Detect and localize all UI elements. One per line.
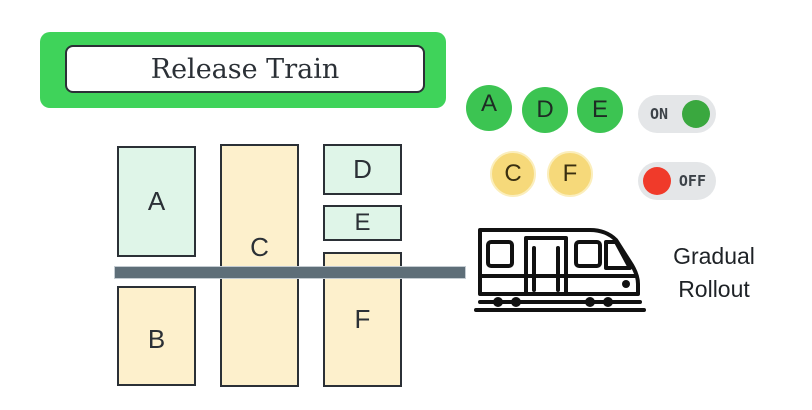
toggle-on[interactable]: ON — [638, 95, 716, 133]
block-e-label: E — [354, 209, 371, 236]
feature-off-f-label: F — [562, 160, 578, 187]
feature-off-f: F — [547, 151, 593, 197]
block-c-label: C — [250, 232, 269, 262]
feature-on-e-label: E — [591, 96, 608, 123]
block-c: C — [220, 144, 299, 387]
block-d-label: D — [353, 154, 372, 184]
train-icon — [474, 228, 646, 312]
toggle-off-label: OFF — [678, 172, 706, 190]
feature-on-d: D — [522, 87, 568, 133]
toggle-off[interactable]: OFF — [638, 162, 716, 200]
feature-on-d-label: D — [536, 96, 554, 123]
block-a: A — [117, 146, 196, 257]
train-label-line1: Gradual — [673, 243, 755, 269]
toggle-on-label: ON — [650, 105, 669, 123]
toggle-on-knob — [682, 100, 710, 128]
block-d: D — [323, 144, 402, 195]
block-b: B — [117, 286, 196, 386]
feature-off-c-label: C — [504, 160, 522, 187]
title-frame: Release Train — [40, 32, 446, 108]
block-a-label: A — [147, 186, 166, 216]
toggle-off-knob — [643, 167, 671, 195]
page-title: Release Train — [65, 45, 425, 93]
feature-on-e: E — [577, 87, 623, 133]
block-f-label: F — [354, 304, 371, 334]
feature-off-c: C — [490, 151, 536, 197]
release-track — [114, 266, 466, 279]
feature-on-a: A — [466, 85, 512, 131]
train-label-line2: Rollout — [678, 276, 750, 302]
block-e: E — [323, 205, 402, 241]
train-label: Gradual Rollout — [660, 240, 768, 306]
feature-on-a-label: A — [480, 90, 497, 117]
block-b-label: B — [147, 323, 166, 354]
